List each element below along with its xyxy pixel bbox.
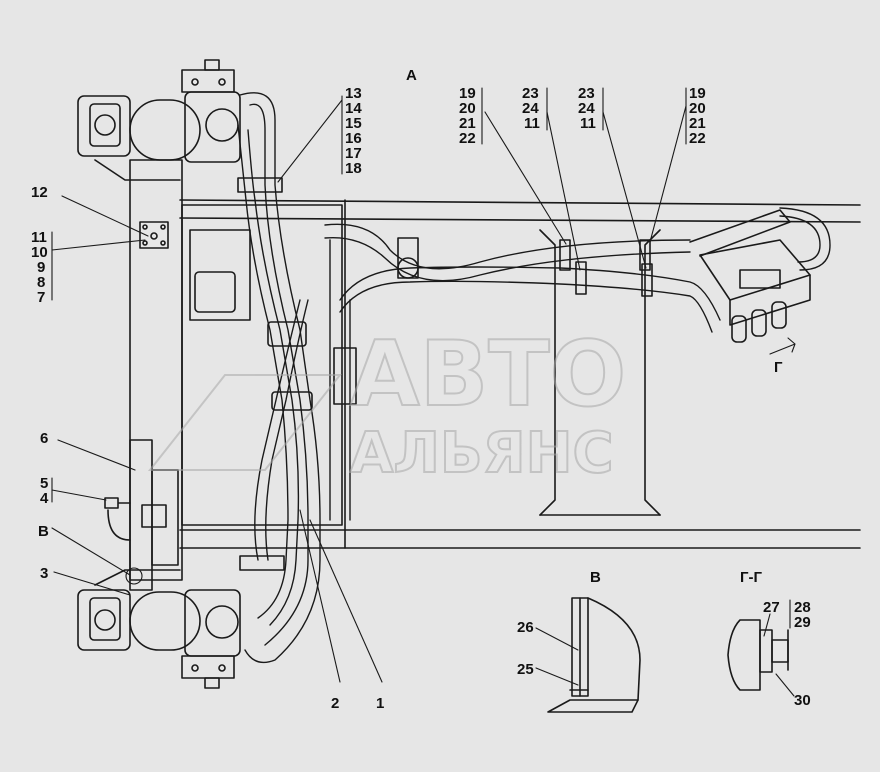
callout-26: 26: [517, 619, 534, 636]
bottom-wheel-hub: [77, 569, 241, 689]
view-label-gg: Г-Г: [740, 569, 762, 586]
callout-13: 13: [345, 85, 362, 102]
callout-12: 12: [31, 184, 48, 201]
front-axle-frame: [104, 159, 343, 591]
view-label-b: В: [590, 569, 601, 586]
callout-24b: 24: [578, 100, 595, 117]
callout-20b: 20: [689, 100, 706, 117]
distributor-block: [689, 209, 811, 343]
callout-8: 8: [37, 274, 45, 291]
callout-7: 7: [37, 289, 45, 306]
callout-27: 27: [763, 599, 780, 616]
callout-1: 1: [376, 695, 384, 712]
callout-18: 18: [345, 160, 362, 177]
callout-30: 30: [794, 692, 811, 709]
callout-9: 9: [37, 259, 45, 276]
callout-21b: 21: [689, 115, 706, 132]
callout-10: 10: [31, 244, 48, 261]
callout-22b: 22: [689, 130, 706, 147]
callout-3: 3: [40, 565, 48, 582]
callout-22a: 22: [459, 130, 476, 147]
callout-21a: 21: [459, 115, 476, 132]
callout-5: 5: [40, 475, 48, 492]
callout-15: 15: [345, 115, 362, 132]
hydraulic-hoses: [237, 92, 831, 664]
callout-11c: 11: [31, 229, 47, 246]
watermark-line1: АВТО: [350, 322, 626, 427]
callout-24a: 24: [522, 100, 539, 117]
callout-14: 14: [345, 100, 362, 117]
callout-b: В: [38, 523, 49, 540]
callout-19b: 19: [689, 85, 706, 102]
callout-17: 17: [345, 145, 362, 162]
callout-16: 16: [345, 130, 362, 147]
section-arrow-label: Г: [774, 359, 783, 376]
top-wheel-hub: [77, 59, 241, 181]
frame-rails: [179, 199, 861, 549]
section-view-gg: [727, 619, 789, 691]
callout-23b: 23: [578, 85, 595, 102]
callout-28: 28: [794, 599, 811, 616]
callout-23a: 23: [522, 85, 539, 102]
callout-29: 29: [794, 614, 811, 631]
leader-lines: [51, 87, 796, 697]
watermark-line2: АЛЬЯНС: [350, 421, 614, 486]
callout-6: 6: [40, 430, 48, 447]
view-label-a: А: [406, 67, 417, 84]
callout-4: 4: [40, 490, 49, 507]
callout-20a: 20: [459, 100, 476, 117]
callout-11a: 11: [524, 115, 540, 132]
callout-numbers: 13 14 15 16 17 18 19 20 21 22 23 24 11 2…: [31, 85, 811, 712]
callout-19a: 19: [459, 85, 476, 102]
callout-25: 25: [517, 661, 534, 678]
callout-11b: 11: [580, 115, 596, 132]
callout-2: 2: [331, 695, 339, 712]
watermark: АВТО АЛЬЯНС: [147, 321, 627, 487]
section-view-b: [547, 597, 641, 713]
